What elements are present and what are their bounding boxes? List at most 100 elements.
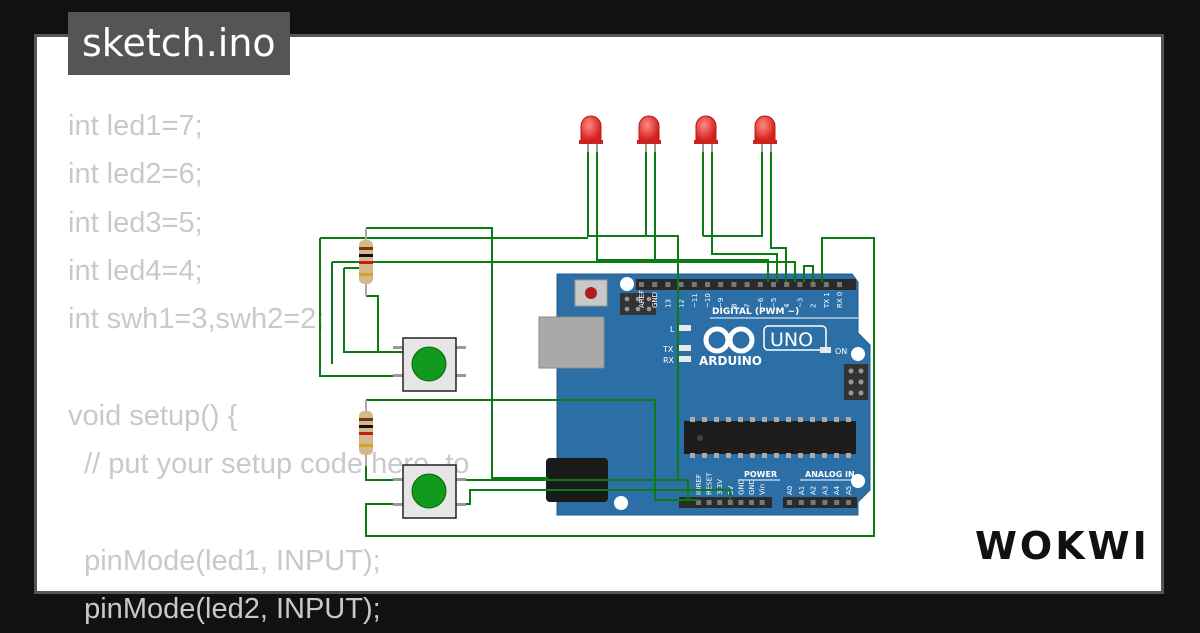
chip-pin [786, 453, 791, 458]
header-pin[interactable] [798, 500, 804, 505]
code-line: int led2=6; [68, 158, 203, 191]
pushbutton[interactable] [393, 464, 466, 519]
header-pin[interactable] [738, 500, 744, 505]
wire [365, 454, 403, 481]
header-pin[interactable] [846, 500, 851, 505]
chip-pin [726, 453, 731, 458]
header-pin[interactable] [696, 500, 701, 505]
on-led-icon [820, 347, 831, 353]
chip-pin [834, 417, 839, 422]
header-pin[interactable] [834, 500, 840, 505]
pin-label: ~6 [757, 297, 765, 308]
header-pin[interactable] [837, 282, 842, 287]
pin-label: A5 [845, 486, 853, 495]
header-pin[interactable] [691, 282, 697, 287]
pushbutton[interactable] [393, 337, 466, 392]
wire [703, 150, 763, 237]
header-pin[interactable] [823, 282, 829, 287]
chip-pin [798, 453, 803, 458]
red-led[interactable] [637, 115, 661, 152]
header-pin[interactable] [822, 500, 828, 505]
chip-pin [690, 453, 695, 458]
l-label: L [670, 325, 675, 334]
icsp-pin [624, 296, 630, 302]
pin-label: GND [748, 479, 756, 495]
pin-label: ~10 [704, 293, 712, 308]
chip-pin [750, 417, 755, 422]
pin-label: A0 [786, 486, 794, 495]
header-pin[interactable] [717, 500, 723, 505]
code-line: pinMode(led2, INPUT); [68, 592, 381, 625]
power-label: POWER [744, 470, 777, 479]
header-pin[interactable] [757, 282, 763, 287]
header-pin[interactable] [749, 500, 754, 505]
arduino-logo-text: ARDUINO [699, 354, 762, 368]
header-pin[interactable] [639, 282, 644, 287]
icsp-header-right [844, 364, 868, 400]
pin-label: RESET [706, 472, 714, 495]
header-pin[interactable] [731, 282, 737, 287]
pin-label: TX 1 [823, 292, 831, 309]
pin-label: ~9 [717, 298, 725, 308]
red-led[interactable] [694, 115, 718, 152]
rx-label: RX [663, 356, 675, 365]
wokwi-logo: WOKWI [975, 524, 1150, 568]
chip-pin [810, 453, 815, 458]
icsp-pin [646, 306, 652, 312]
mount-hole [614, 496, 628, 510]
red-led[interactable] [579, 115, 603, 152]
header-pin[interactable] [797, 282, 803, 287]
header-pin[interactable] [718, 282, 724, 287]
pin-label: A2 [810, 486, 818, 495]
mount-hole [851, 347, 865, 361]
header-pin[interactable] [706, 500, 712, 505]
header-pin[interactable] [787, 500, 792, 505]
resistor[interactable] [359, 228, 373, 296]
header-pin[interactable] [727, 500, 733, 505]
header-pin[interactable] [784, 282, 790, 287]
tx-led-icon [679, 345, 691, 351]
icsp-pin [624, 306, 630, 312]
arduino-uno-board[interactable]: DIGITAL (PWM ~) L TX RX ARDUINO UNO ON P… [538, 273, 871, 516]
microcontroller-chip [684, 421, 856, 454]
mount-hole [851, 474, 865, 488]
analog-header [783, 497, 857, 508]
icsp-pin [858, 379, 864, 385]
chip-pin [714, 453, 719, 458]
sketch-filename-tab[interactable]: sketch.ino [68, 12, 290, 75]
wire [458, 479, 689, 500]
header-pin[interactable] [665, 282, 671, 287]
chip-pin [798, 417, 803, 422]
header-pin[interactable] [652, 282, 658, 287]
power-header [679, 497, 772, 508]
usb-port [538, 316, 605, 369]
chip-pin [702, 417, 707, 422]
header-pin[interactable] [705, 282, 710, 287]
pin-label: 2 [810, 304, 818, 308]
icsp-pin [635, 306, 641, 312]
wire [319, 238, 403, 377]
resistor[interactable] [359, 400, 373, 466]
header-pin[interactable] [771, 282, 776, 287]
chip-pin [738, 417, 743, 422]
wire [587, 150, 679, 480]
header-pin[interactable] [759, 500, 765, 505]
header-pin[interactable] [810, 500, 816, 505]
header-pin[interactable] [744, 282, 750, 287]
wire [366, 227, 548, 479]
chip-pin [714, 417, 719, 422]
reset-button[interactable] [585, 287, 597, 299]
icsp-pin [858, 390, 864, 396]
header-pin[interactable] [810, 282, 816, 287]
pin-label: 3.3V [716, 479, 724, 495]
pin-label: 8 [730, 304, 738, 308]
code-line: void setup() { [68, 399, 238, 432]
icsp-pin [635, 296, 641, 302]
red-led[interactable] [753, 115, 777, 152]
rx-led-icon [679, 356, 691, 362]
header-pin[interactable] [678, 282, 684, 287]
wire [365, 237, 875, 537]
chip-pin [750, 453, 755, 458]
analog-label: ANALOG IN [805, 470, 855, 479]
